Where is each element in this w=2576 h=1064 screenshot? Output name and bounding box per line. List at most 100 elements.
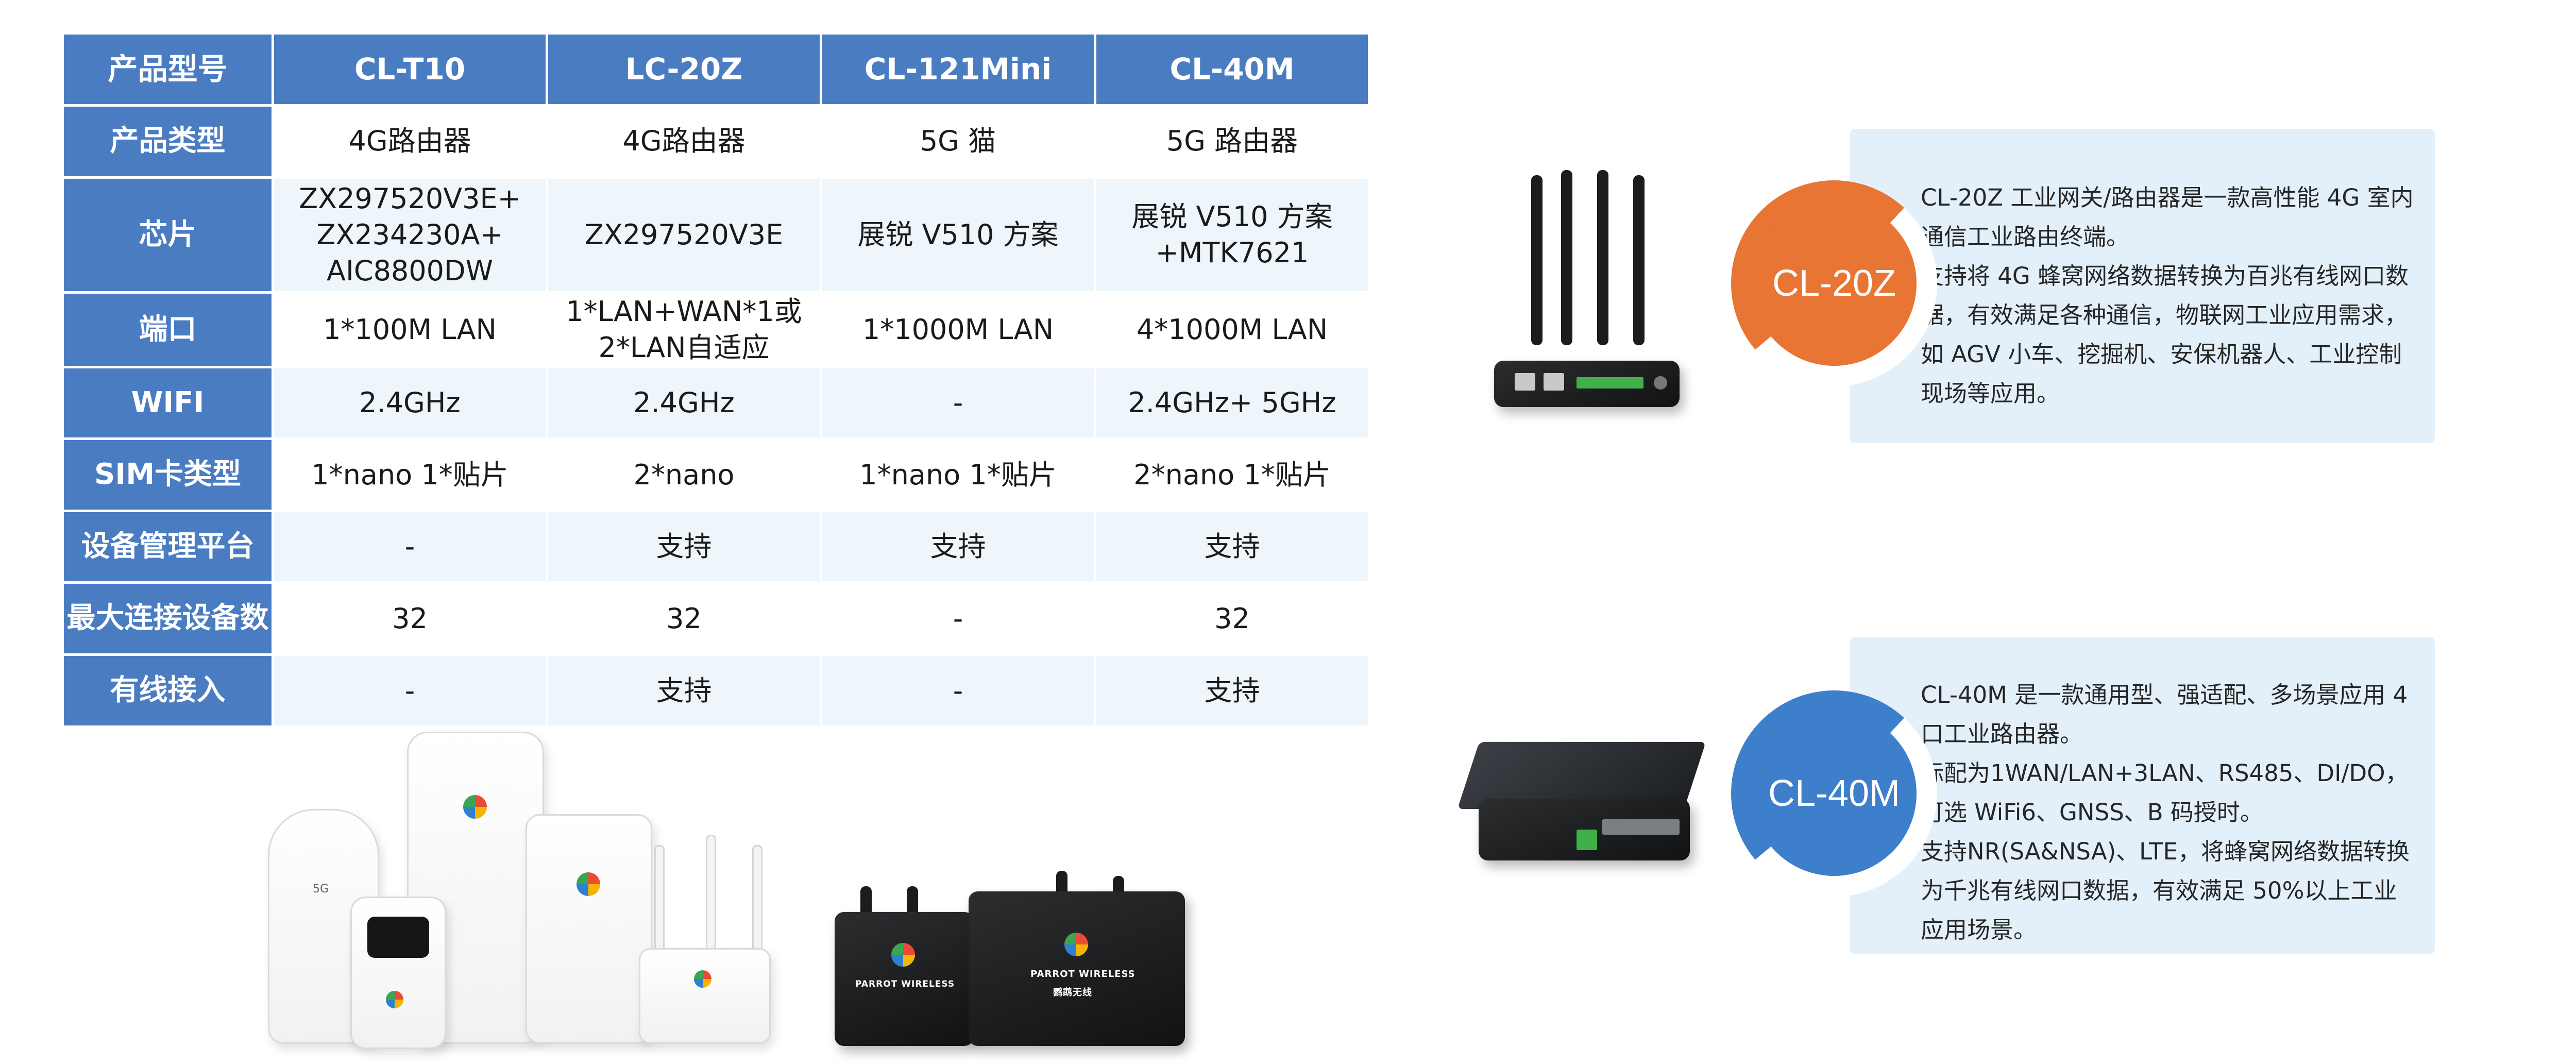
table-cell: 支持 xyxy=(548,656,822,729)
table-row: SIM卡类型 1*nano 1*贴片 2*nano 1*nano 1*贴片 2*… xyxy=(64,440,1370,513)
table-cell: 支持 xyxy=(822,512,1096,584)
card-description: CL-20Z 工业网关/路由器是一款高性能 4G 室内通信工业路由终端。 支持将… xyxy=(1921,178,2415,413)
card-line: CL-40M 是一款通用型、强适配、多场景应用 4 口工业路由器。 xyxy=(1921,681,2408,748)
row-label: SIM卡类型 xyxy=(64,440,274,513)
industrial-gateway-image: PARROT WIRELESS 鹦鹉无线 xyxy=(969,891,1185,1046)
row-label: 设备管理平台 xyxy=(64,512,274,584)
table-cell: 1*100M LAN xyxy=(274,294,548,369)
mid-router-image xyxy=(526,814,652,1044)
table-cell: - xyxy=(274,656,548,729)
table-header-row: 产品型号 CL-T10 LC-20Z CL-121Mini CL-40M xyxy=(64,35,1370,107)
card-line: 支持将 4G 蜂窝网络数据转换为百兆有线网口数据，有效满足各种通信，物联网工业应… xyxy=(1921,262,2409,407)
table-cell: 4*1000M LAN xyxy=(1096,294,1370,369)
table-cell: - xyxy=(822,656,1096,729)
terminal-block-icon xyxy=(1577,377,1643,389)
table-cell: - xyxy=(822,584,1096,656)
card-line: CL-20Z 工业网关/路由器是一款高性能 4G 室内通信工业路由终端。 xyxy=(1921,184,2414,250)
antenna-icon xyxy=(1561,170,1572,345)
table-row: 有线接入 - 支持 - 支持 xyxy=(64,656,1370,729)
card-description: CL-40M 是一款通用型、强适配、多场景应用 4 口工业路由器。 标配为1WA… xyxy=(1921,675,2415,950)
antenna-icon xyxy=(654,845,665,956)
brand-logo-icon xyxy=(891,943,915,967)
badge-cl-40m: CL-40M xyxy=(1752,711,1917,876)
brand-logo-icon xyxy=(463,795,487,819)
brand-name-en: PARROT WIRELESS xyxy=(1030,969,1136,979)
cl-40m-router-image xyxy=(1457,742,1706,866)
small-router-image xyxy=(639,948,771,1044)
terminal-block-icon xyxy=(1577,830,1597,850)
brand-logo-icon xyxy=(1064,933,1088,956)
header-cell-cl-121mini: CL-121Mini xyxy=(822,35,1096,107)
product-card-cl-40m: CL-40M 是一款通用型、强适配、多场景应用 4 口工业路由器。 标配为1WA… xyxy=(1850,637,2435,954)
ethernet-port-icon xyxy=(1602,819,1680,835)
antenna-icon xyxy=(1597,170,1608,345)
ethernet-port-icon xyxy=(1515,373,1535,391)
table-cell: 5G 路由器 xyxy=(1096,107,1370,179)
row-label: 有线接入 xyxy=(64,656,274,729)
table-row: 产品类型 4G路由器 4G路由器 5G 猫 5G 路由器 xyxy=(64,107,1370,179)
table-cell: 展锐 V510 方案 xyxy=(822,179,1096,294)
table-cell: 1*1000M LAN xyxy=(822,294,1096,369)
table-cell: 2.4GHz xyxy=(274,368,548,441)
router-body xyxy=(1494,361,1680,407)
row-label: WIFI xyxy=(64,368,274,441)
table-cell: 2.4GHz+ 5GHz xyxy=(1096,368,1370,441)
table-row: 最大连接设备数 32 32 - 32 xyxy=(64,584,1370,656)
product-photo-group: 5G PARROT WIRELESS PARROT WIRELESS 鹦鹉无线 xyxy=(258,732,1206,1051)
row-label: 最大连接设备数 xyxy=(64,584,274,656)
badge-ring-cl-20z: CL-20Z xyxy=(1731,180,1937,386)
table-row: 芯片 ZX297520V3E+ZX234230A+AIC8800DW ZX297… xyxy=(64,179,1370,294)
table-cell: ZX297520V3E xyxy=(548,179,822,294)
spec-table: 产品型号 CL-T10 LC-20Z CL-121Mini CL-40M 产品类… xyxy=(64,35,1370,729)
antenna-icon xyxy=(706,835,716,956)
header-cell-model: 产品型号 xyxy=(64,35,274,107)
brand-name-cn: 鹦鹉无线 xyxy=(1053,987,1092,998)
brand-name-en: PARROT WIRELESS xyxy=(855,979,955,989)
table-cell: 4G路由器 xyxy=(274,107,548,179)
table-cell: 32 xyxy=(548,584,822,656)
tower-router-image xyxy=(407,732,544,1044)
table-cell: - xyxy=(822,368,1096,441)
table-cell: 32 xyxy=(274,584,548,656)
header-cell-lc-20z: LC-20Z xyxy=(548,35,822,107)
table-cell: - xyxy=(274,512,548,584)
brand-logo-icon xyxy=(577,872,600,896)
table-cell: 支持 xyxy=(548,512,822,584)
table-cell: 1*nano 1*贴片 xyxy=(274,440,548,513)
ethernet-port-icon xyxy=(1544,373,1564,391)
row-label: 产品类型 xyxy=(64,107,274,179)
table-cell: 2*nano xyxy=(548,440,822,513)
table-cell: 展锐 V510 方案+MTK7621 xyxy=(1096,179,1370,294)
pocket-mifi-image xyxy=(350,897,446,1049)
table-row: WIFI 2.4GHz 2.4GHz - 2.4GHz+ 5GHz xyxy=(64,368,1370,441)
table-cell: 5G 猫 xyxy=(822,107,1096,179)
table-cell: 2*nano 1*贴片 xyxy=(1096,440,1370,513)
badge-cl-20z: CL-20Z xyxy=(1752,201,1917,366)
card-line: 支持NR(SA&NSA)、LTE，将蜂窝网络数据转换为千兆有线网口数据，有效满足… xyxy=(1921,838,2410,943)
cpe-5g-label: 5G xyxy=(313,883,329,896)
table-cell: 2.4GHz xyxy=(548,368,822,441)
router-front xyxy=(1479,799,1690,860)
header-cell-cl-t10: CL-T10 xyxy=(274,35,548,107)
table-row: 设备管理平台 - 支持 支持 支持 xyxy=(64,512,1370,584)
table-cell: 32 xyxy=(1096,584,1370,656)
industrial-router-image: PARROT WIRELESS xyxy=(835,912,974,1046)
table-cell: 支持 xyxy=(1096,512,1370,584)
table-cell: 4G路由器 xyxy=(548,107,822,179)
antenna-icon xyxy=(1633,175,1645,345)
table-cell: 支持 xyxy=(1096,656,1370,729)
cl-20z-router-image xyxy=(1484,160,1685,417)
row-label: 端口 xyxy=(64,294,274,369)
header-cell-cl-40m: CL-40M xyxy=(1096,35,1370,107)
brand-logo-icon xyxy=(694,970,711,988)
power-jack-icon xyxy=(1654,376,1667,390)
badge-ring-cl-40m: CL-40M xyxy=(1731,690,1937,897)
table-cell: ZX297520V3E+ZX234230A+AIC8800DW xyxy=(274,179,548,294)
antenna-icon xyxy=(1531,175,1543,345)
table-cell: 1*nano 1*贴片 xyxy=(822,440,1096,513)
product-card-cl-20z: CL-20Z 工业网关/路由器是一款高性能 4G 室内通信工业路由终端。 支持将… xyxy=(1850,129,2435,443)
antenna-icon xyxy=(752,845,762,956)
mifi-screen xyxy=(367,917,429,958)
